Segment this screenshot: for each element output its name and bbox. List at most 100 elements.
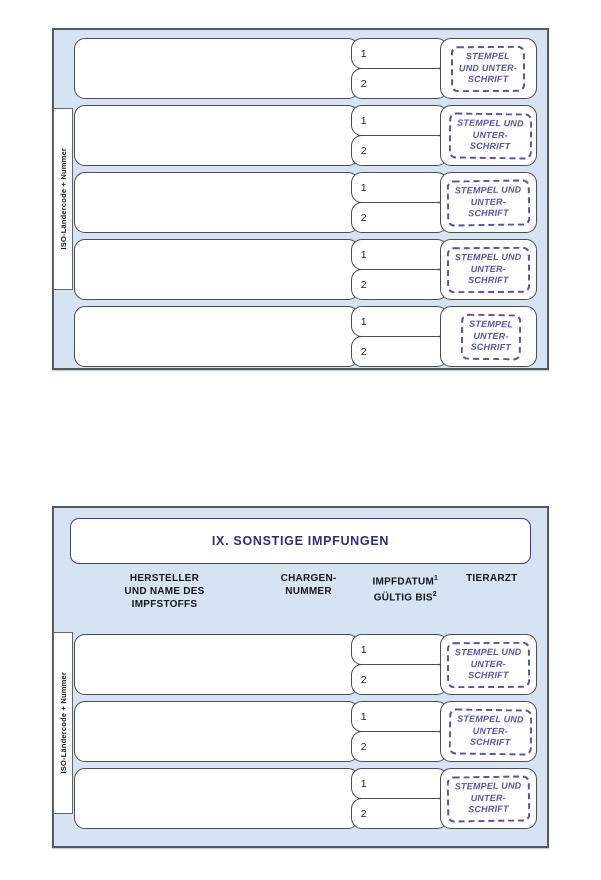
manufacturer-and-batch-field[interactable] [74,172,359,233]
stamp-text-line: UNTER- [470,658,507,669]
section-title-box: IX. SONSTIGE IMPFUNGEN [70,518,531,564]
vaccination-date-field[interactable]: 1 [350,634,448,665]
column-header-row: HERSTELLER UND NAME DES IMPFSTOFFS CHARG… [70,570,531,620]
date-row-number: 2 [360,211,367,224]
vaccination-date-field[interactable]: 1 [350,38,448,69]
date-row-number: 2 [360,807,367,820]
iso-country-code-label: ISO-Ländercode + Nummer [58,148,68,250]
date-row-number: 2 [360,77,367,90]
stamp-text-line: SCHRIFT [468,274,509,285]
valid-until-date-field[interactable]: 2 [350,731,448,762]
date-row-number: 1 [360,315,367,328]
date-row-number: 2 [360,345,367,358]
stamp-text-line: UNTER- [472,330,509,341]
manufacturer-and-batch-field[interactable] [74,239,359,300]
stamp-text-line: UND UNTER- [459,62,518,73]
date-row-number: 1 [360,643,367,656]
manufacturer-and-batch-field[interactable] [74,306,359,367]
iso-country-code-label: ISO-Ländercode + Nummer [58,672,68,774]
vaccination-date-field[interactable]: 1 [350,105,448,136]
manufacturer-and-batch-field[interactable] [74,701,359,762]
stamp-text-line: STEMPEL UND [455,251,522,262]
manufacturer-and-batch-field[interactable] [74,38,359,99]
stamp-text-line: UNTER- [470,263,507,274]
vaccination-date-field[interactable]: 1 [350,306,448,337]
vaccination-date-field[interactable]: 1 [350,172,448,203]
stamp-text-line: SCHRIFT [468,669,509,680]
manufacturer-and-batch-field[interactable] [74,634,359,695]
iso-country-code-tab-top: ISO-Ländercode + Nummer [53,108,73,290]
stamp-text-line: SCHRIFT [470,140,511,152]
stamp-text-line: STEMPEL UND [454,184,522,196]
valid-until-date-field[interactable]: 2 [350,135,448,166]
date-row-number: 1 [360,777,367,790]
stamp-text-line: STEMPEL UND [454,780,522,792]
date-row-number: 1 [360,47,367,60]
stamp-text-line: STEMPEL [468,318,513,330]
valid-until-date-field[interactable]: 2 [350,68,448,99]
date-row-number: 1 [360,248,367,261]
stamp-text-line: STEMPEL [466,50,511,61]
valid-until-date-field[interactable]: 2 [350,798,448,829]
vaccination-date-field[interactable]: 1 [350,239,448,270]
manufacturer-and-batch-field[interactable] [74,105,359,166]
vaccination-panel-bottom: IX. SONSTIGE IMPFUNGEN HERSTELLER UND NA… [52,506,549,848]
valid-until-date-field[interactable]: 2 [350,269,448,300]
stamp-text-line: SCHRIFT [468,73,509,84]
vaccination-date-field[interactable]: 1 [350,701,448,732]
stamp-text-line: STEMPEL UND [455,646,522,657]
column-header-batch-number: CHARGEN- NUMMER [280,573,337,597]
column-header-vaccination-date: IMPFDATUM1 GÜLTIG BIS2 [372,575,439,604]
stamp-text-line: SCHRIFT [468,207,509,219]
vaccination-date-field[interactable]: 1 [350,768,448,799]
valid-until-date-field[interactable]: 2 [350,664,448,695]
page-title: IX. SONSTIGE IMPFUNGEN [211,534,390,548]
date-row-number: 2 [360,278,367,291]
stamp-text-line: STEMPEL UND [457,117,524,129]
valid-until-date-field[interactable]: 2 [350,336,448,367]
stamp-text-line: UNTER- [472,129,509,140]
column-header-veterinarian: TIERARZT [466,573,518,584]
date-row-number: 1 [360,181,367,194]
date-row-number: 2 [360,740,367,753]
stamp-text-line: STEMPEL UND [457,713,524,725]
manufacturer-and-batch-field[interactable] [74,768,359,829]
date-row-number: 1 [360,710,367,723]
iso-country-code-tab-bottom: ISO-Ländercode + Nummer [53,632,73,814]
stamp-text-line: SCHRIFT [470,341,511,353]
date-row-number: 1 [360,114,367,127]
stamp-text-line: UNTER- [472,725,509,736]
valid-until-date-field[interactable]: 2 [350,202,448,233]
